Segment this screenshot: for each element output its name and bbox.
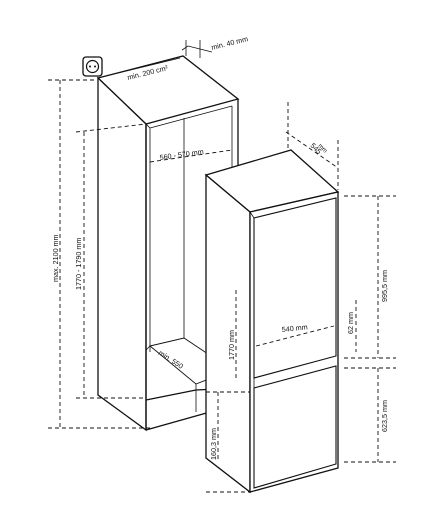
plinth-height-label: 160,3 mm bbox=[209, 428, 218, 460]
left-height-dimension-lines bbox=[48, 79, 233, 429]
niche-height-label: 1770 - 1790 mm bbox=[74, 238, 83, 290]
niche-width-label: 560 - 570 mm bbox=[159, 147, 204, 162]
appliance-height-label: 1770 mm bbox=[227, 330, 236, 360]
cabinet-top-dimensions bbox=[105, 40, 213, 77]
inner-width-label: 540 mm bbox=[281, 322, 308, 334]
appliance-dimension-lines bbox=[206, 102, 396, 493]
power-socket-icon bbox=[82, 56, 103, 77]
upper-door-label: 995,5 mm bbox=[380, 270, 389, 302]
max-height-label: max. 2100 mm bbox=[51, 234, 60, 282]
cabinet-niche bbox=[96, 55, 240, 432]
lower-door-label: 623,5 mm bbox=[380, 400, 389, 432]
top-gap-label: min. 40 mm bbox=[210, 34, 249, 52]
fridge-appliance bbox=[204, 149, 340, 494]
door-gap-label: 62 mm bbox=[346, 312, 355, 334]
appliance-depth-unit-label: mm bbox=[317, 143, 328, 154]
